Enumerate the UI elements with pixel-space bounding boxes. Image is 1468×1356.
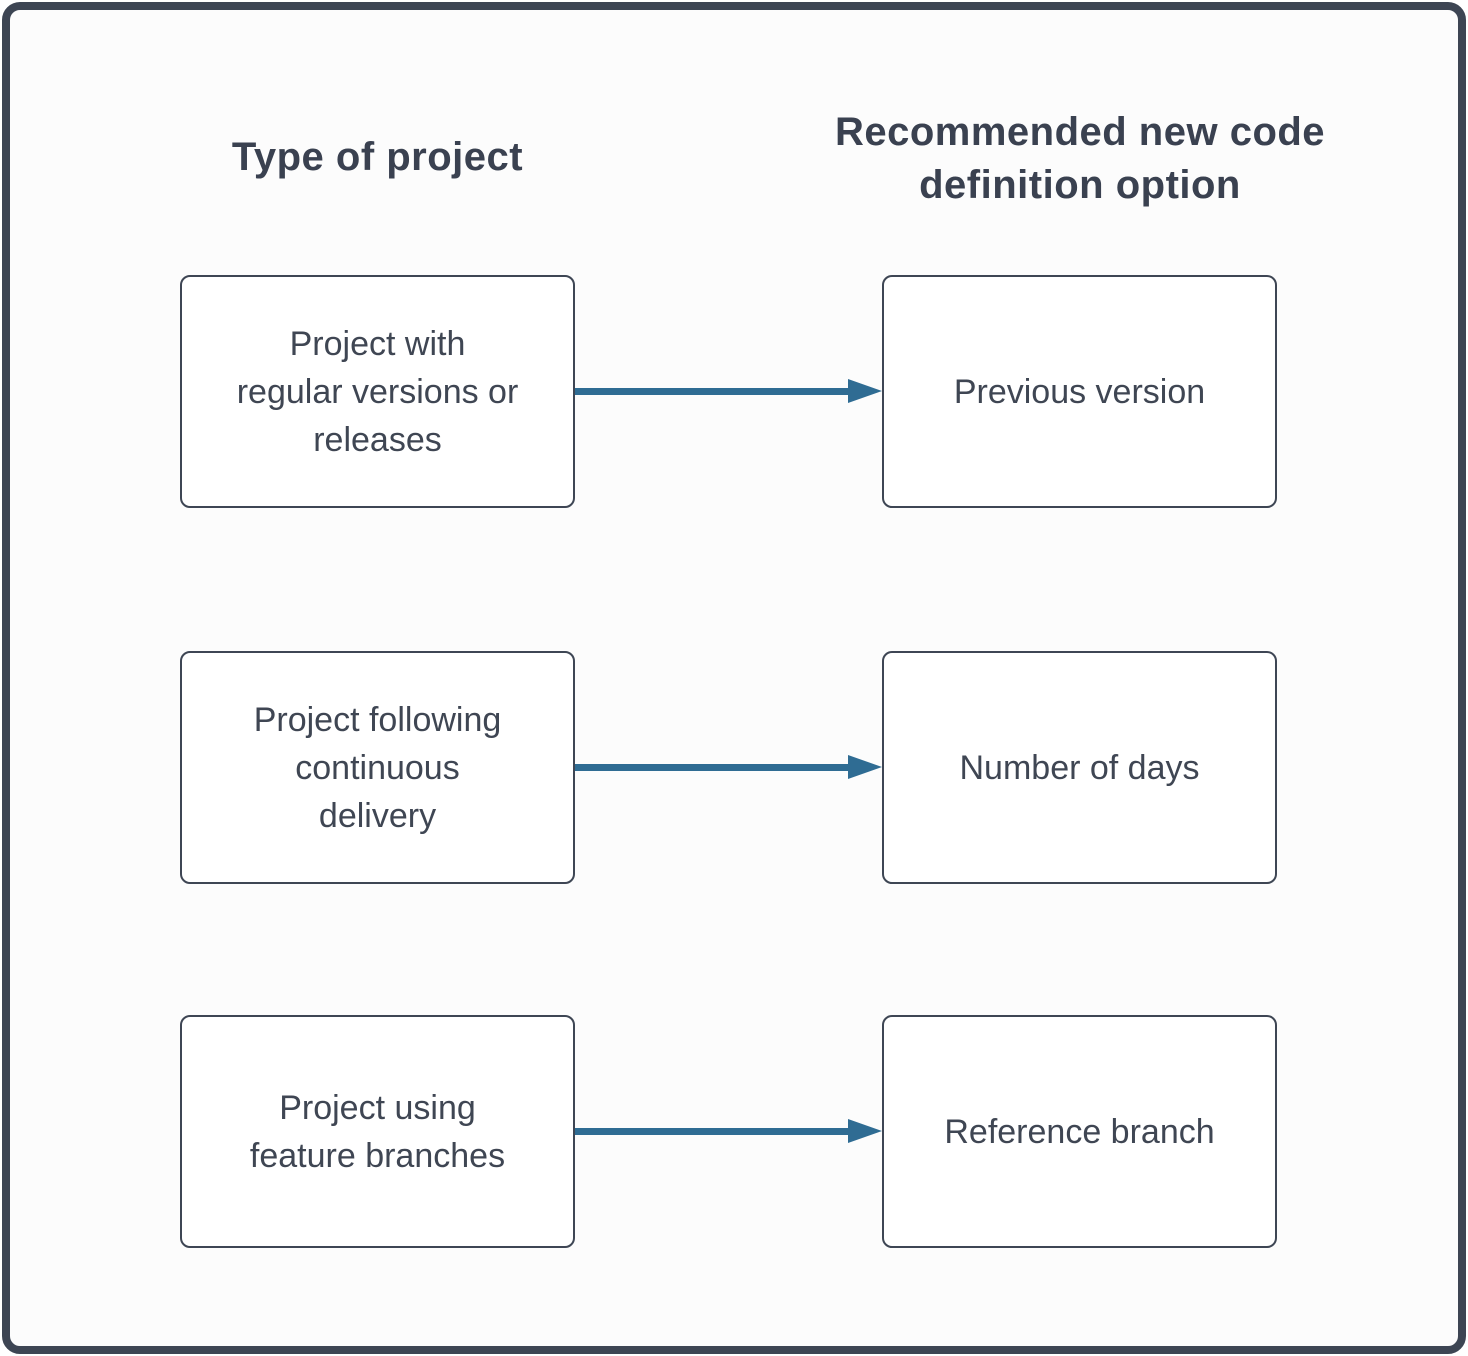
box-project-feature-branches: Project using feature branches (180, 1015, 575, 1248)
arrow-shaft (575, 387, 849, 395)
arrow-row-3 (575, 1119, 882, 1143)
arrow-row-1 (575, 379, 882, 403)
box-label: Project with regular versions or release… (236, 324, 519, 459)
box-label: Reference branch (944, 1112, 1215, 1151)
arrow-shaft (575, 763, 849, 771)
box-label: Number of days (959, 748, 1200, 787)
box-label: Previous version (953, 372, 1206, 411)
box-project-with-regular-versions: Project with regular versions or release… (180, 275, 575, 508)
column-header-recommended-option: Recommended new code definition option (834, 110, 1326, 207)
arrow-row-2 (575, 755, 882, 779)
box-number-of-days: Number of days (882, 651, 1277, 884)
column-header-type-of-project: Type of project (231, 135, 524, 179)
box-label: Project using feature branches (249, 1088, 506, 1175)
box-previous-version: Previous version (882, 275, 1277, 508)
arrow-head (848, 755, 882, 779)
box-reference-branch: Reference branch (882, 1015, 1277, 1248)
arrow-shaft (575, 1127, 849, 1135)
box-project-continuous-delivery: Project following continuous delivery (180, 651, 575, 884)
arrow-head (848, 379, 882, 403)
box-label: Project following continuous delivery (253, 700, 502, 835)
arrow-head (848, 1119, 882, 1143)
